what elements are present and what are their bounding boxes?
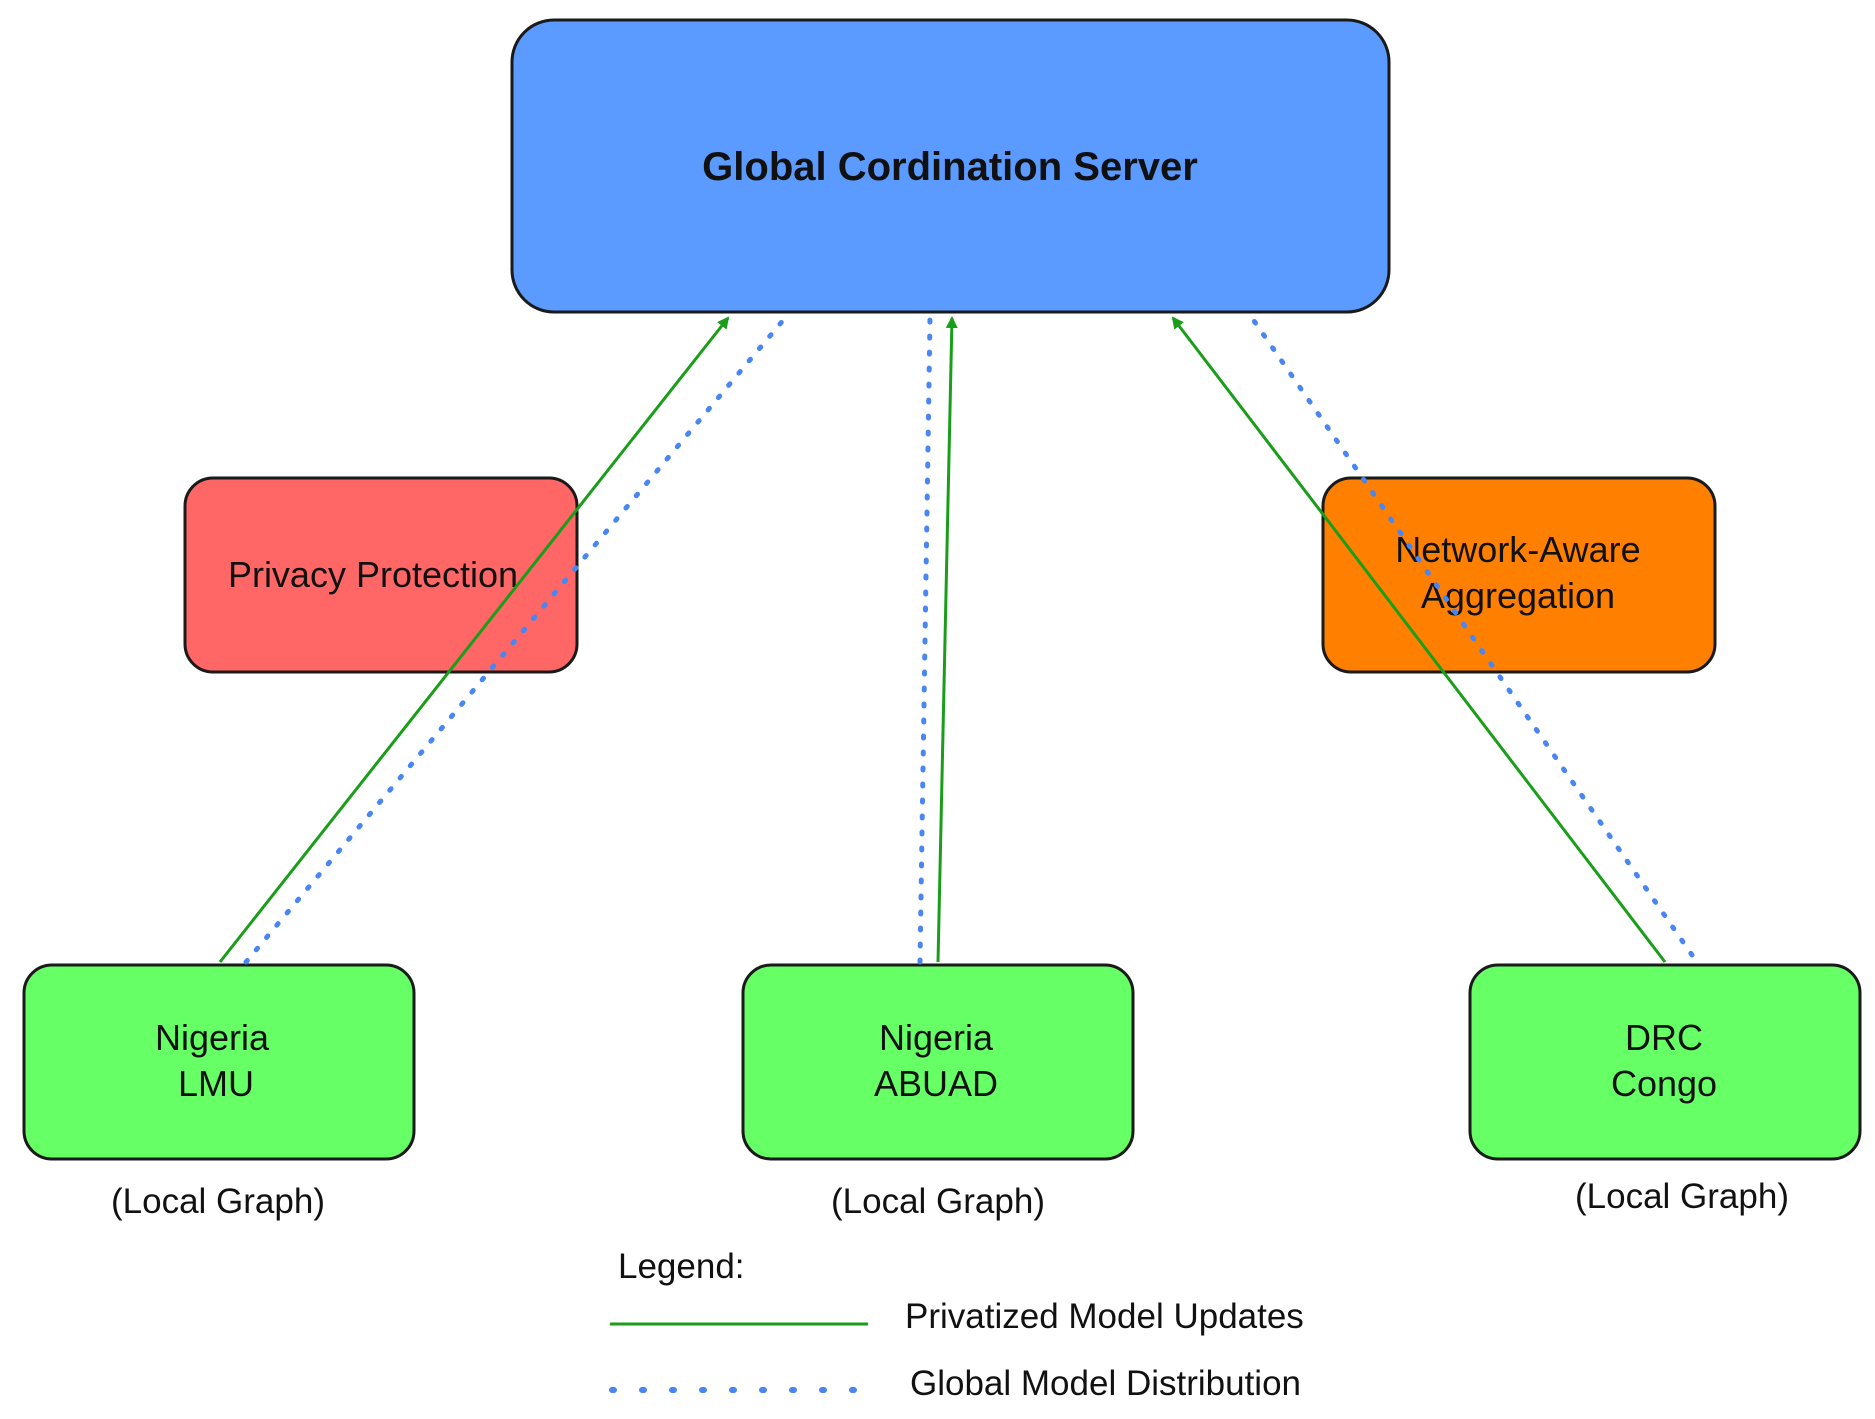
caption-congo: (Local Graph) (1575, 1177, 1789, 1216)
caption-abuad: (Local Graph) (831, 1182, 1045, 1221)
distribution-line-abuad (917, 315, 933, 965)
drc-congo-node: DRC Congo (1468, 963, 1862, 1161)
update-arrow-abuad (936, 316, 958, 963)
nigeria-lmu-box (22, 963, 416, 1161)
privacy-protection-box (183, 476, 579, 674)
privacy-protection-node: Privacy Protection (183, 476, 579, 674)
network-aware-aggregation-line-2: Aggregation (1421, 575, 1615, 616)
nigeria-lmu-line-1: Nigeria (155, 1017, 270, 1058)
network-aware-aggregation-node: Network-Aware Aggregation (1321, 476, 1717, 674)
network-aware-aggregation-box (1321, 476, 1717, 674)
distribution-line-congo (1249, 315, 1695, 958)
drc-congo-box (1468, 963, 1862, 1161)
legend-updates-label: Privatized Model Updates (905, 1297, 1304, 1336)
distribution-line-lmu (243, 315, 788, 965)
drc-congo-line-2: Congo (1611, 1063, 1717, 1104)
nigeria-abuad-node: Nigeria ABUAD (741, 963, 1135, 1161)
legend: Legend: Privatized Model Updates Global … (609, 1247, 1304, 1403)
update-arrow-lmu (218, 316, 730, 963)
privatized-model-update-lines (218, 316, 1667, 963)
update-arrow-congo (1171, 316, 1667, 963)
global-server-box (510, 18, 1391, 314)
nigeria-abuad-line-1: Nigeria (879, 1017, 994, 1058)
global-server-label: Global Cordination Server (702, 145, 1198, 189)
privacy-protection-label: Privacy Protection (228, 554, 518, 595)
nigeria-lmu-line-2: LMU (178, 1063, 254, 1104)
global-server-node: Global Cordination Server (510, 18, 1391, 314)
legend-distribution-label: Global Model Distribution (910, 1364, 1301, 1403)
nigeria-abuad-box (741, 963, 1135, 1161)
global-model-distribution-lines (243, 315, 1695, 965)
caption-lmu: (Local Graph) (111, 1182, 325, 1221)
legend-title: Legend: (618, 1247, 745, 1286)
nigeria-abuad-line-2: ABUAD (874, 1063, 998, 1104)
network-aware-aggregation-line-1: Network-Aware (1395, 529, 1640, 570)
drc-congo-line-1: DRC (1625, 1017, 1703, 1058)
nigeria-lmu-node: Nigeria LMU (22, 963, 416, 1161)
